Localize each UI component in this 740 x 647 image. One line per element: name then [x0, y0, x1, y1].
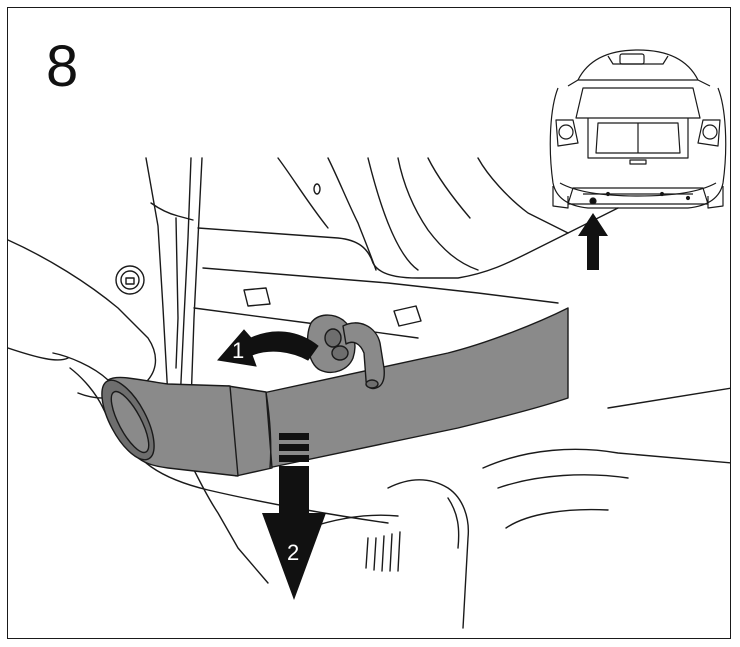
hose-clamp — [306, 314, 385, 390]
bumper-underside-scene — [8, 157, 730, 629]
bumper-panel-left — [8, 239, 157, 399]
step-number: 8 — [46, 34, 79, 99]
exhaust-hose — [101, 307, 569, 477]
right-tail-lamp — [702, 124, 718, 140]
heat-shield-ribs — [365, 531, 401, 572]
down-arrow-icon — [262, 433, 326, 600]
bolt-hole — [313, 183, 321, 195]
left-tail-lamp — [558, 124, 574, 140]
curved-arrow-icon — [217, 329, 319, 367]
bumper-fastener — [115, 265, 145, 295]
callout-1: 1 — [232, 338, 244, 363]
floor-marker-right — [393, 305, 422, 327]
clamp-hook — [342, 322, 385, 390]
up-arrow-icon — [578, 213, 608, 270]
bumper-edge-vertical — [145, 157, 169, 399]
floor-marker-left — [243, 287, 271, 307]
callout-2: 2 — [287, 540, 299, 565]
inset-tailpipe — [589, 197, 597, 205]
instruction-illustration: 1 2 — [8, 49, 730, 629]
illustration-frame: 1 2 — [7, 7, 731, 639]
hose-body — [262, 307, 569, 469]
floor-panel-top — [197, 207, 619, 279]
vehicle-locator-inset — [549, 49, 727, 209]
